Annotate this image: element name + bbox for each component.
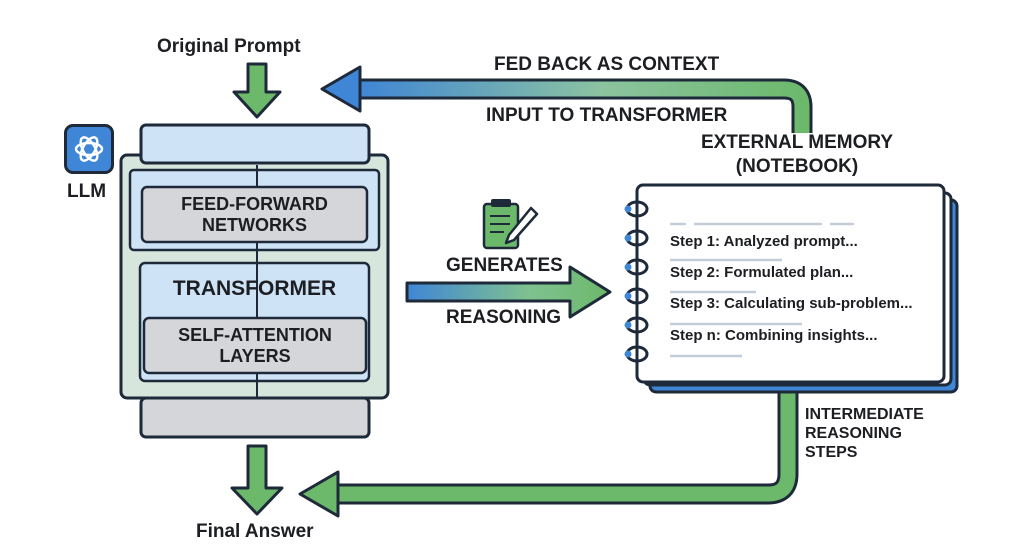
feed-forward-block: FEED-FORWARD NETWORKS bbox=[142, 194, 367, 236]
external-memory-label: EXTERNAL MEMORY (NOTEBOOK) bbox=[690, 131, 904, 179]
notebook bbox=[624, 183, 959, 394]
intermediate-line-1: INTERMEDIATE bbox=[805, 406, 924, 423]
input-to-transformer-label: INPUT TO TRANSFORMER bbox=[486, 105, 728, 126]
external-memory-title: EXTERNAL MEMORY bbox=[700, 132, 894, 153]
feed-forward-line-2: NETWORKS bbox=[202, 215, 307, 235]
return-arrow bbox=[298, 392, 799, 518]
external-memory-subtitle: (NOTEBOOK) bbox=[735, 156, 859, 177]
notebook-step-3: Step 3: Calculating sub-problem... bbox=[670, 295, 913, 312]
fed-back-label: FED BACK AS CONTEXT bbox=[494, 54, 720, 75]
intermediate-line-3: STEPS bbox=[805, 444, 858, 461]
intermediate-steps-label: INTERMEDIATE REASONING STEPS bbox=[805, 405, 924, 462]
self-attention-line-1: SELF-ATTENTION bbox=[178, 325, 332, 345]
final-answer-arrow bbox=[230, 444, 284, 516]
final-answer-label: Final Answer bbox=[196, 521, 314, 542]
notebook-step-2: Step 2: Formulated plan... bbox=[670, 264, 854, 281]
self-attention-line-2: LAYERS bbox=[219, 346, 291, 366]
feedback-arrow bbox=[320, 65, 813, 133]
generates-arrow bbox=[405, 265, 612, 319]
transformer-title: TRANSFORMER bbox=[172, 277, 337, 300]
prompt-arrow bbox=[232, 62, 282, 119]
intermediate-line-2: REASONING bbox=[805, 425, 902, 442]
notepad-pencil-icon bbox=[482, 199, 539, 250]
openai-logo-icon bbox=[64, 124, 114, 174]
notebook-step-4: Step n: Combining insights... bbox=[670, 327, 878, 344]
llm-label: LLM bbox=[67, 181, 107, 202]
llm-stack bbox=[119, 123, 390, 439]
original-prompt-label: Original Prompt bbox=[157, 36, 301, 57]
feed-forward-line-1: FEED-FORWARD bbox=[181, 194, 328, 214]
reasoning-label: REASONING bbox=[446, 307, 562, 328]
generates-label: GENERATES bbox=[446, 255, 563, 276]
notebook-step-1: Step 1: Analyzed prompt... bbox=[670, 233, 858, 250]
self-attention-block: SELF-ATTENTION LAYERS bbox=[144, 325, 366, 367]
